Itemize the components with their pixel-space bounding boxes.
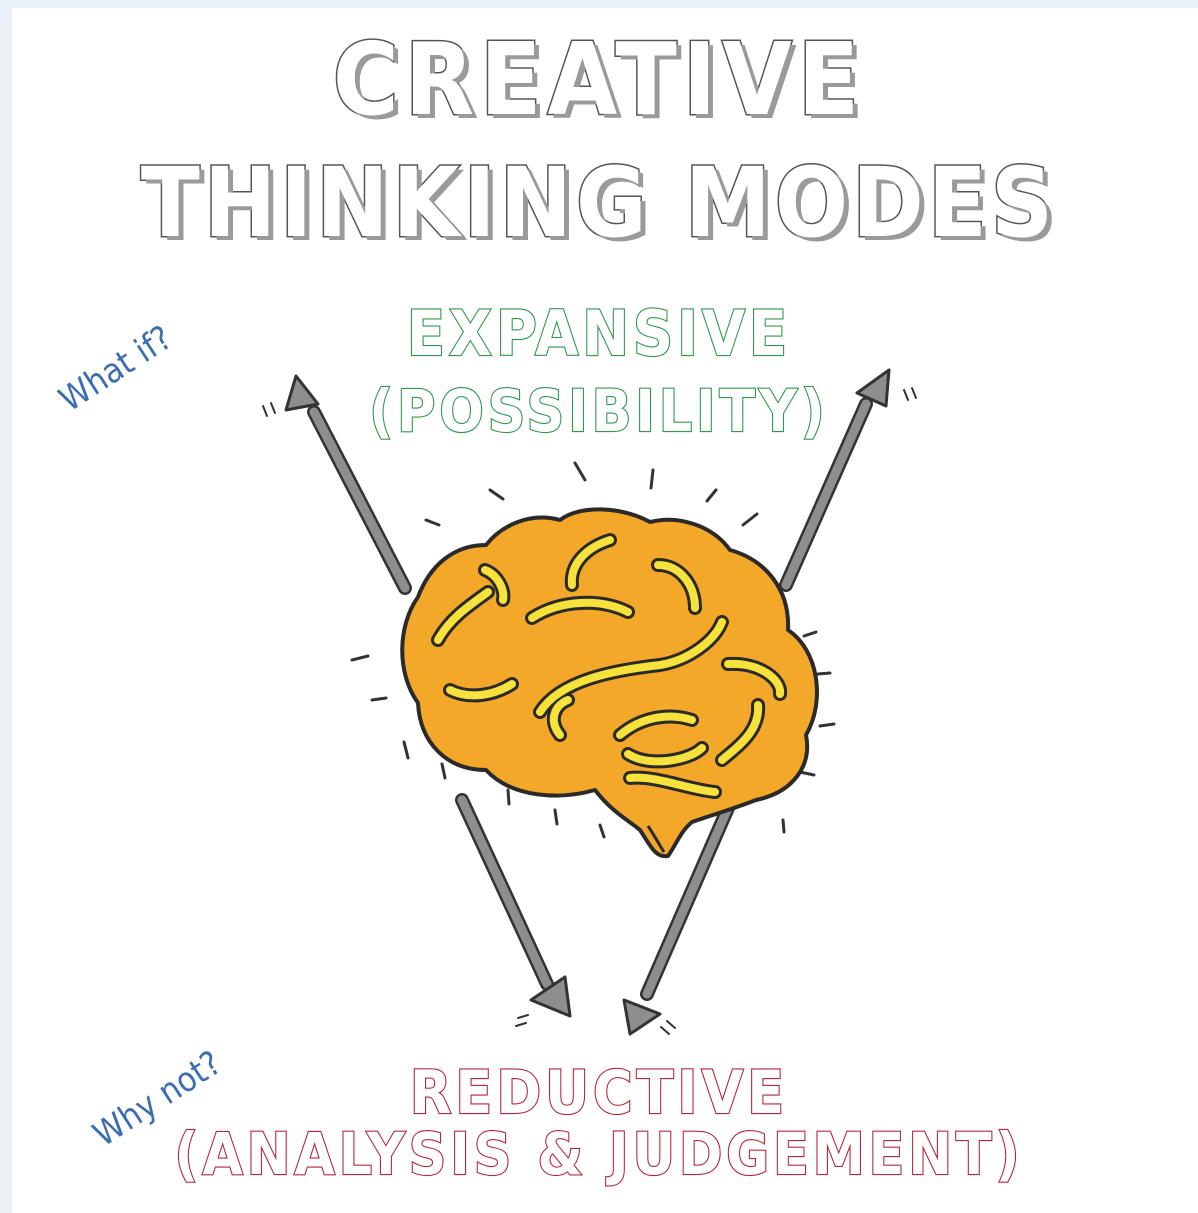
expansive-sub-label: (POSSIBILITY) <box>368 377 829 445</box>
arrow-up-left <box>262 374 412 595</box>
radiating-lines <box>350 461 836 839</box>
title-line-1: CREATIVE <box>331 21 866 138</box>
expansive-label: EXPANSIVE <box>406 297 792 370</box>
brain-folds <box>431 533 787 799</box>
arrow-down-left <box>455 793 572 1027</box>
arrow-down-right <box>622 801 735 1036</box>
reductive-label: REDUCTIVE <box>409 1058 789 1128</box>
reductive-sub-label: (ANALYSIS & JUDGEMENT) <box>173 1120 1024 1188</box>
arrow-up-right <box>779 368 917 592</box>
title-line-2: THINKING MODES <box>139 147 1058 259</box>
